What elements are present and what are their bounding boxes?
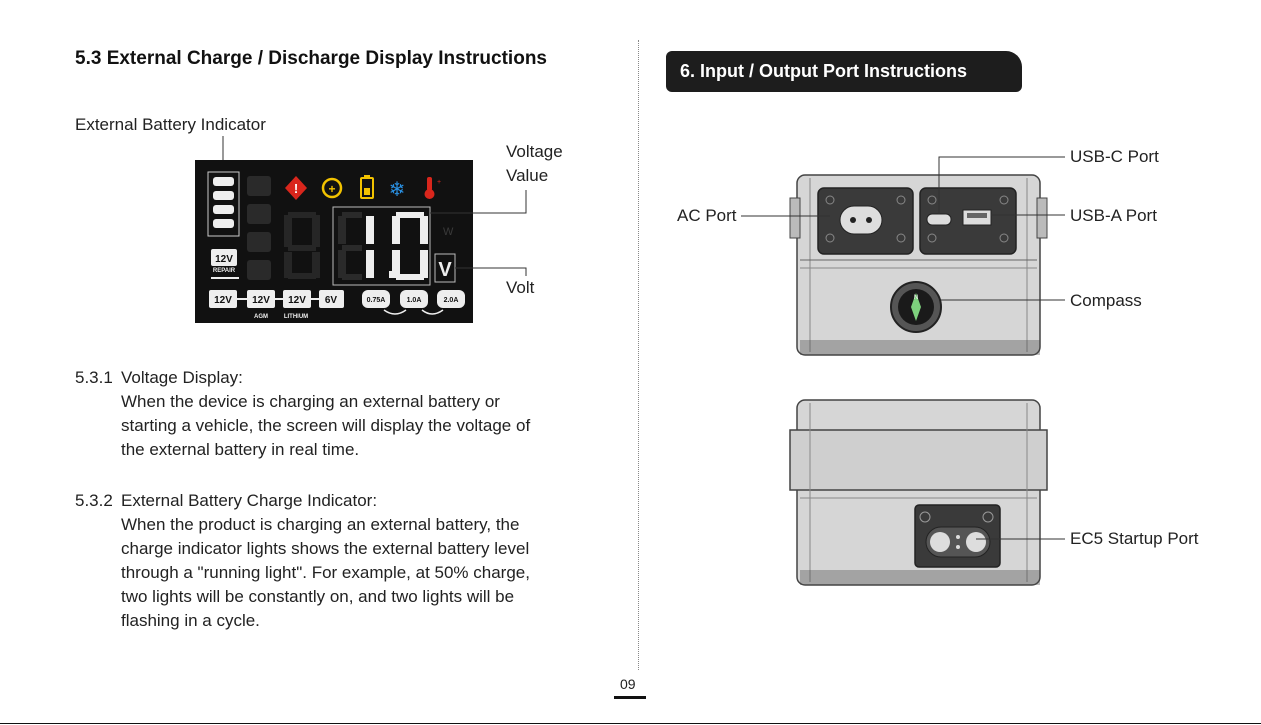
svg-text:N: N <box>914 295 918 301</box>
ac-port-socket <box>839 205 883 235</box>
external-battery-indicator-label: External Battery Indicator <box>75 115 266 134</box>
svg-text:12V: 12V <box>214 295 232 306</box>
svg-text:+: + <box>437 179 441 186</box>
section-title-pill: 6. Input / Output Port Instructions <box>666 51 1022 92</box>
svg-text:12V: 12V <box>252 295 270 306</box>
unit-v: V <box>438 259 452 281</box>
battery-icon <box>360 175 374 199</box>
s2-line: two lights will be constantly on, and tw… <box>121 587 515 606</box>
svg-text:12V: 12V <box>288 295 306 306</box>
s2-line: charge indicator lights shows the extern… <box>121 539 530 558</box>
s2-number: 5.3.2 <box>75 491 113 510</box>
s1-title: Voltage Display: <box>121 368 243 387</box>
page-number-underline <box>614 696 646 699</box>
device-diagram: N <box>741 156 1065 586</box>
device-back-view <box>789 399 1065 586</box>
usb-a-port-label: USB-A Port <box>1070 206 1157 225</box>
indicator-bar <box>213 219 234 228</box>
device-front-view: N <box>741 156 1065 356</box>
svg-text:0.75A: 0.75A <box>367 297 386 304</box>
bottom-rule <box>0 723 1261 724</box>
compass-label: Compass <box>1070 291 1142 310</box>
column-divider <box>638 40 639 670</box>
ec5-startup-port-label: EC5 Startup Port <box>1070 529 1199 548</box>
s2-line: When the product is charging an external… <box>121 515 520 534</box>
svg-text:2.0A: 2.0A <box>444 297 459 304</box>
indicator-bar <box>213 191 234 200</box>
svg-text:+: + <box>328 182 335 196</box>
s1-line: the external battery in real time. <box>121 440 360 459</box>
voltage-digits <box>366 212 428 280</box>
svg-text:LITHIUM: LITHIUM <box>284 314 308 320</box>
svg-text:AGM: AGM <box>254 314 268 320</box>
page-number: 09 <box>620 676 636 692</box>
section-title: 5.3 External Charge / Discharge Display … <box>75 48 547 69</box>
usb-c-port-label: USB-C Port <box>1070 147 1159 166</box>
ac-port-label: AC Port <box>677 206 737 225</box>
value-label: Value <box>506 166 549 185</box>
unit-w: W <box>443 226 454 238</box>
s1-number: 5.3.1 <box>75 368 113 387</box>
volt-label: Volt <box>506 278 535 297</box>
s2-title: External Battery Charge Indicator: <box>121 491 378 510</box>
repair-text: REPAIR <box>213 268 236 274</box>
svg-text:6V: 6V <box>325 295 338 306</box>
indicator-bar <box>213 177 234 186</box>
usb-c-socket <box>926 213 952 226</box>
s1-body: When the device is charging an external … <box>121 390 530 462</box>
repair-badge-text: 12V <box>215 254 233 265</box>
s2-line: flashing in a cycle. <box>121 611 260 630</box>
display-diagram: 12V REPAIR ! + ❄ + <box>195 136 527 323</box>
svg-text:!: ! <box>294 181 298 196</box>
s1-line: starting a vehicle, the screen will disp… <box>121 416 531 435</box>
snowflake-icon: ❄ <box>389 179 406 201</box>
mode-badges: 12V 12V 12V 6V AGM LITHIUM <box>209 290 344 320</box>
svg-text:1.0A: 1.0A <box>407 297 422 304</box>
warning-icon: ! <box>285 176 307 200</box>
indicator-bar <box>213 205 234 214</box>
ec5-port-socket <box>930 532 950 552</box>
charge-icon: + <box>321 177 343 199</box>
repair-badge <box>211 249 237 266</box>
thermometer-icon: + <box>424 177 441 199</box>
svg-text:❄: ❄ <box>389 179 406 201</box>
s1-line: When the device is charging an external … <box>121 392 500 411</box>
current-badges: 0.75A 1.0A 2.0A <box>362 290 465 315</box>
indicator-frame <box>207 171 240 237</box>
s2-line: through a "running light". For example, … <box>121 563 530 582</box>
s2-body: When the product is charging an external… <box>121 513 530 633</box>
voltage-label: Voltage <box>506 142 563 161</box>
